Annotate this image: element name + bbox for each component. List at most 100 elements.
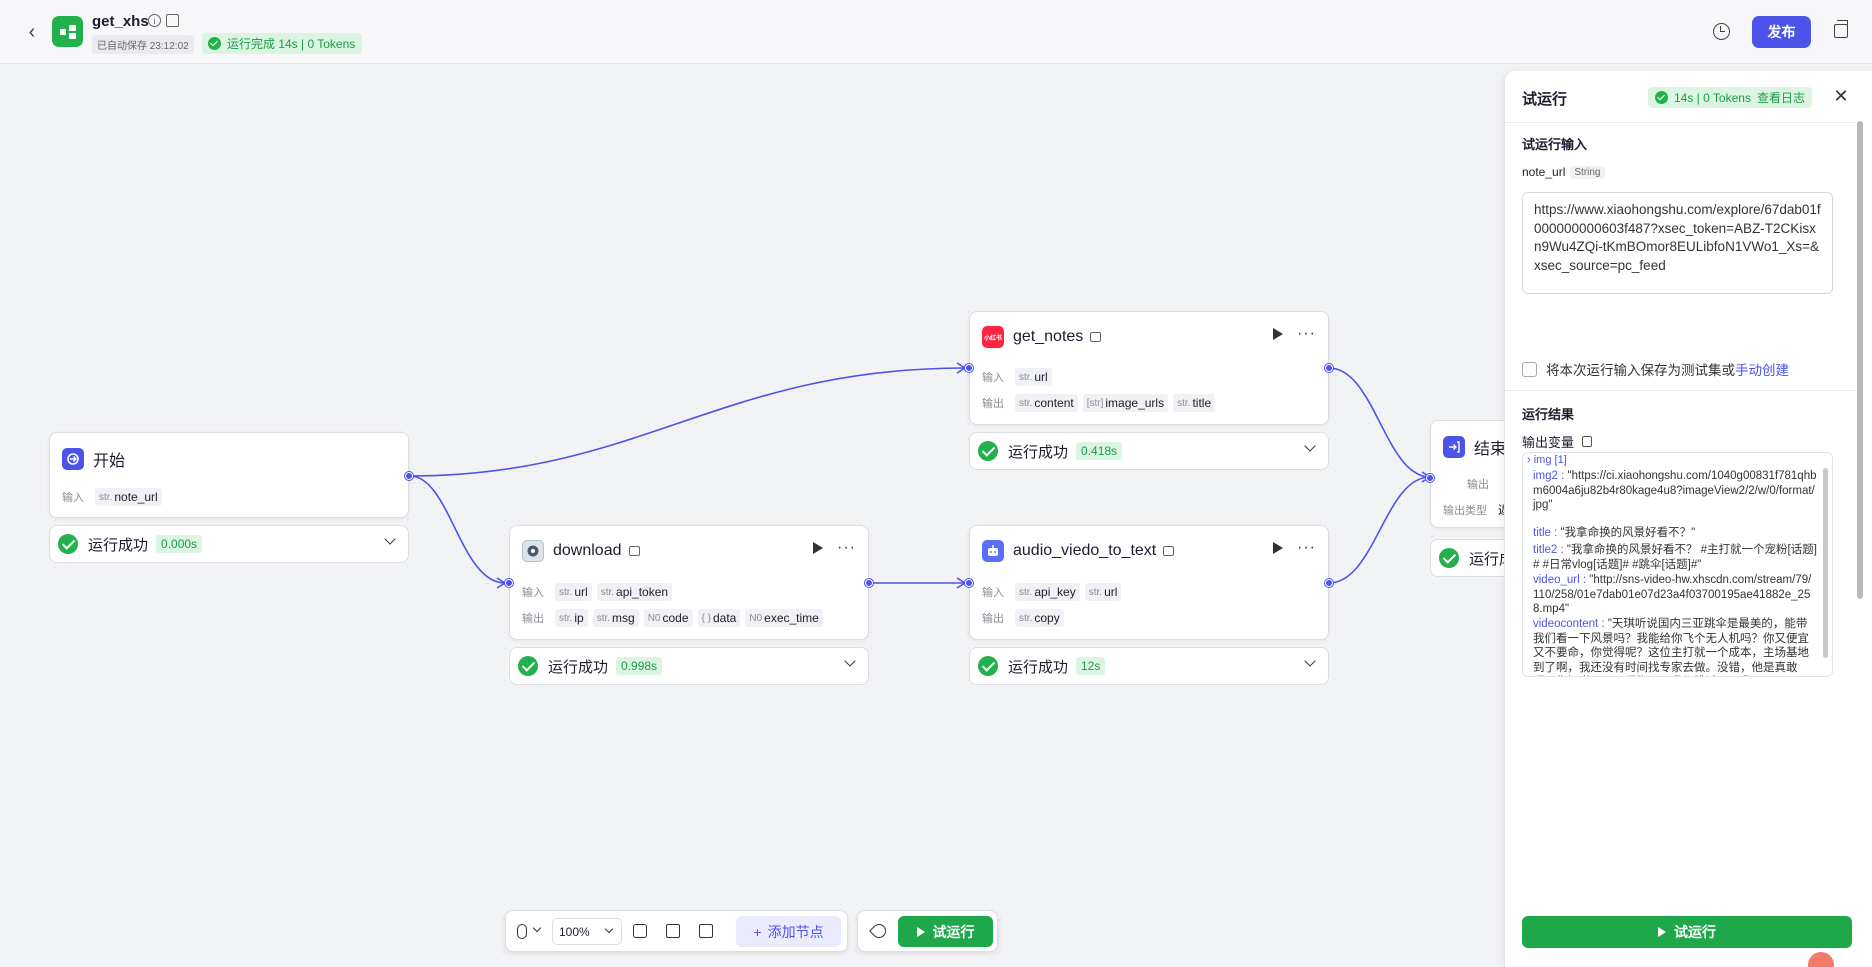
canvas-toolbar: 100% + 添加节点	[505, 910, 848, 952]
zoom-value: 100%	[559, 925, 590, 939]
input-port[interactable]	[505, 579, 513, 587]
node-input-row: 输入 str.url	[982, 368, 1052, 386]
node-output-row: 输出 str.content [str]image_urls str.title	[982, 394, 1216, 412]
run-status-text: 运行完成 14s | 0 Tokens	[227, 37, 356, 51]
comment-icon[interactable]	[633, 924, 647, 938]
time-badge: 0.418s	[1076, 442, 1123, 460]
edit-icon[interactable]	[166, 14, 179, 27]
play-icon	[1658, 927, 1666, 937]
output-port[interactable]	[1325, 364, 1333, 372]
top-bar: ‹ get_xhs i 已自动保存 23:12:02 运行完成 14s | 0 …	[0, 0, 1872, 64]
download-node[interactable]: download ··· 输入 str.url str.api_token 输出…	[505, 525, 873, 640]
download-result-bar[interactable]: 运行成功 0.998s	[509, 647, 869, 685]
wrench-icon[interactable]	[869, 921, 889, 941]
end-icon	[1443, 436, 1465, 458]
success-icon	[978, 656, 998, 676]
workflow-app-icon	[52, 16, 83, 47]
workflow-canvas[interactable]	[0, 64, 1504, 967]
view-log-link[interactable]: 查看日志	[1756, 91, 1805, 105]
download-plugin-icon	[522, 540, 544, 562]
more-icon[interactable]: ···	[1297, 539, 1316, 556]
chevron-down-icon[interactable]	[844, 655, 856, 667]
end-output-row: 输出	[1467, 479, 1489, 491]
publish-button[interactable]: 发布	[1752, 16, 1811, 48]
input-section-title: 试运行输入	[1522, 137, 1588, 152]
add-node-button[interactable]: + 添加节点	[736, 916, 841, 947]
copy-icon[interactable]	[1834, 20, 1848, 38]
start-icon	[62, 448, 84, 470]
start-node[interactable]: 开始 输入 str.note_url	[49, 432, 413, 518]
node-input-row: 输入 str.url str.api_token	[522, 583, 673, 601]
play-icon[interactable]	[813, 542, 824, 554]
node-title: audio_viedo_to_text	[1013, 542, 1157, 559]
test-run-panel: 试运行 14s | 0 Tokens 查看日志 ✕ 试运行输入 note_url…	[1504, 71, 1872, 967]
chevron-down-icon	[604, 924, 614, 934]
more-icon[interactable]: ···	[1297, 325, 1316, 342]
panel-title: 试运行	[1522, 91, 1568, 108]
input-port[interactable]	[965, 364, 973, 372]
back-arrow-icon[interactable]: ‹	[28, 20, 36, 43]
history-icon[interactable]	[1713, 23, 1730, 40]
close-icon[interactable]: ✕	[1833, 86, 1849, 106]
node-title: 开始	[93, 453, 126, 470]
time-badge: 0.998s	[616, 657, 663, 675]
test-run-button[interactable]: 试运行	[898, 916, 993, 947]
panel-test-run-button[interactable]: 试运行	[1522, 916, 1852, 948]
time-badge: 12s	[1076, 657, 1106, 675]
success-icon	[518, 656, 538, 676]
check-icon	[208, 37, 221, 50]
result-text: 运行成功	[548, 658, 609, 676]
chevron-down-icon[interactable]	[1304, 655, 1316, 667]
save-testset-row: 将本次运行输入保存为测试集或手动创建	[1522, 359, 1789, 379]
zoom-select[interactable]: 100%	[552, 918, 622, 945]
output-vars-label: 输出变量	[1522, 432, 1593, 451]
play-icon[interactable]	[1273, 328, 1284, 340]
get-notes-result-bar[interactable]: 运行成功 0.418s	[969, 432, 1329, 470]
audio-to-text-node[interactable]: audio_viedo_to_text ··· 输入 str.api_key s…	[965, 525, 1333, 640]
output-port[interactable]	[1325, 579, 1333, 587]
copy-icon[interactable]	[1582, 436, 1593, 447]
success-icon	[978, 441, 998, 461]
get-notes-node[interactable]: 小红书 get_notes ··· 输入 str.url 输出 str.cont…	[965, 311, 1333, 425]
img-array-node[interactable]: › img [1]	[1527, 454, 1567, 466]
xiaohongshu-icon: 小红书	[982, 326, 1004, 348]
note-url-input[interactable]: https://www.xiaohongshu.com/explore/67da…	[1522, 192, 1833, 294]
mouse-mode-icon[interactable]	[517, 924, 527, 939]
result-text: 运行成	[1469, 550, 1515, 568]
output-scrollbar[interactable]	[1823, 468, 1828, 658]
node-title: get_notes	[1013, 328, 1084, 345]
result-text: 运行成功	[1008, 658, 1069, 676]
info-icon[interactable]: i	[148, 14, 161, 27]
layout-grid-icon[interactable]	[666, 924, 680, 938]
plus-icon: +	[753, 923, 762, 940]
play-icon[interactable]	[1273, 542, 1284, 554]
start-result-bar[interactable]: 运行成功 0.000s	[49, 525, 409, 563]
save-checkbox[interactable]	[1522, 361, 1537, 377]
more-icon[interactable]: ···	[837, 539, 856, 556]
input-port[interactable]	[965, 579, 973, 587]
manual-create-link[interactable]: 手动创建	[1735, 363, 1789, 378]
success-icon	[58, 534, 78, 554]
output-port[interactable]	[865, 579, 873, 587]
play-icon	[916, 926, 925, 937]
node-title: download	[553, 542, 622, 559]
node-output-row: 输出 str.copy	[982, 609, 1064, 627]
node-input-row: 输入 str.api_key str.url	[982, 583, 1122, 601]
node-input-row: 输入 str.note_url	[62, 488, 162, 506]
output-port[interactable]	[405, 472, 413, 480]
audio-result-bar[interactable]: 运行成功 12s	[969, 647, 1329, 685]
chevron-down-icon[interactable]	[384, 533, 396, 545]
assistant-avatar[interactable]	[1808, 952, 1834, 967]
panel-scrollbar[interactable]	[1857, 121, 1863, 599]
success-icon	[1439, 548, 1459, 568]
minimap-icon[interactable]	[699, 924, 713, 938]
output-json-viewer[interactable]: › img [1] img2 : "https://ci.xiaohongshu…	[1522, 452, 1833, 677]
time-badge: 0.000s	[156, 535, 203, 553]
workflow-title: get_xhs	[92, 13, 149, 30]
autosave-text: 已自动保存 23:12:02	[92, 35, 194, 54]
chevron-down-icon[interactable]	[1304, 440, 1316, 452]
chevron-down-icon[interactable]	[532, 923, 542, 933]
input-port[interactable]	[1426, 474, 1434, 482]
plugin-icon	[628, 546, 640, 556]
